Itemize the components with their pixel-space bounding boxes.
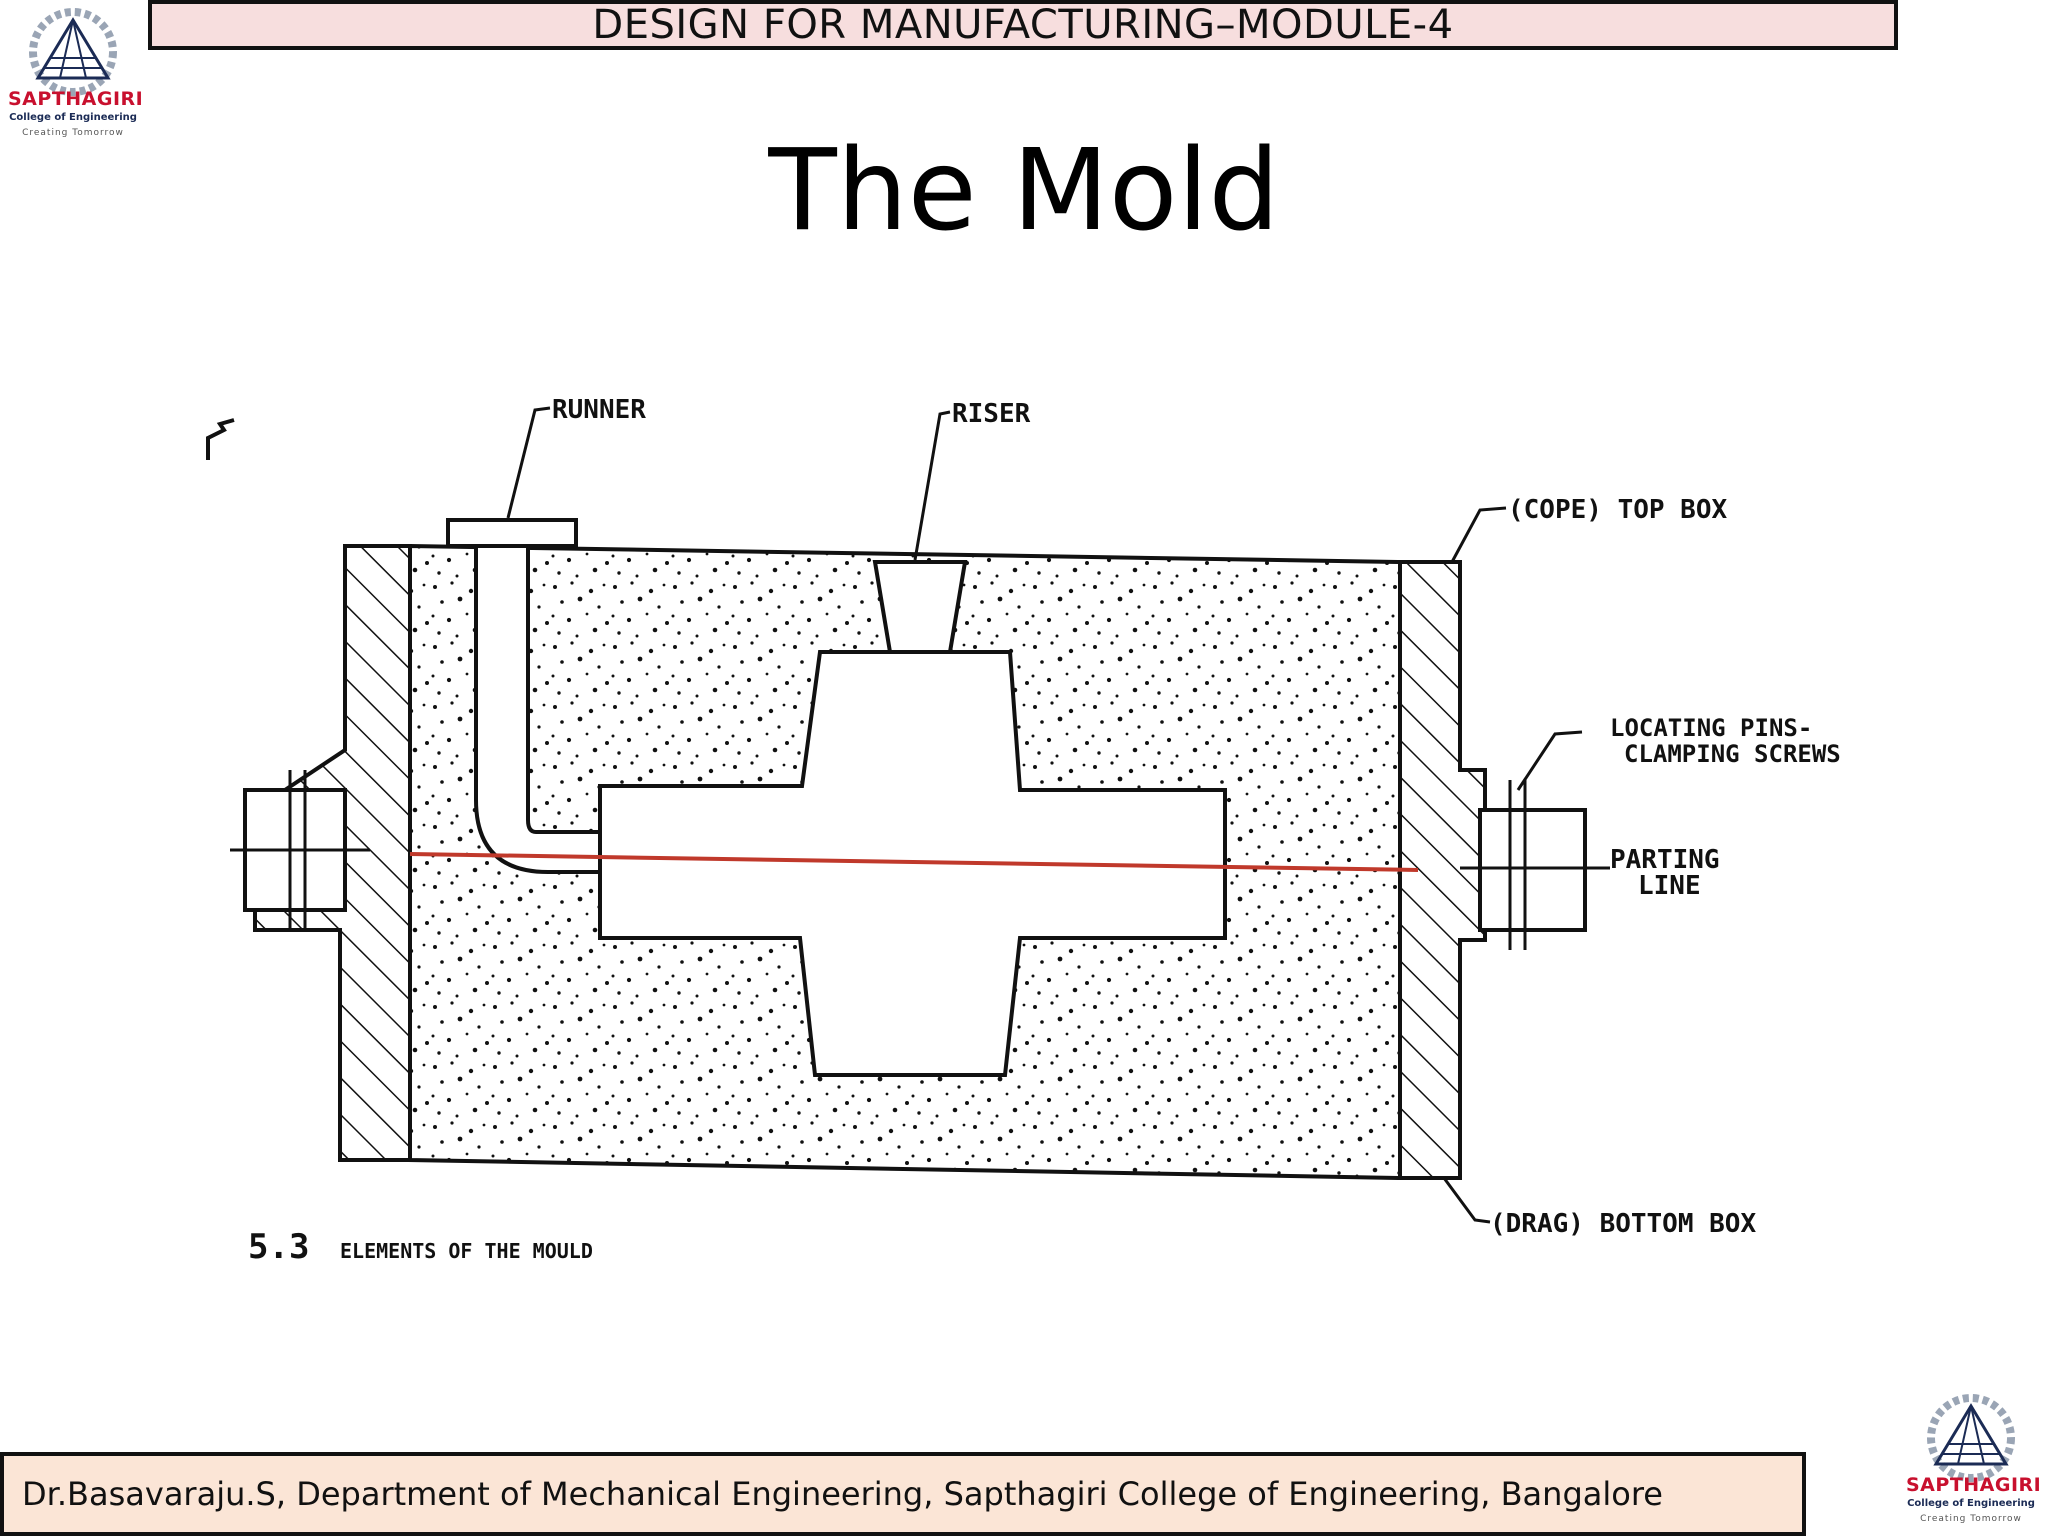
runner-channel — [446, 518, 602, 874]
figure-number: 5.3 — [248, 1227, 309, 1267]
logo-name: SAPTHAGIRI — [8, 88, 144, 110]
mould-diagram: RUNNER RISER (COPE) TOP BOX LOCATING PIN… — [206, 395, 1841, 1267]
figure-caption: ELEMENTS OF THE MOULD — [340, 1239, 593, 1263]
left-flask-wall — [230, 544, 412, 1162]
riser-channel — [872, 560, 968, 654]
label-riser: RISER — [952, 399, 1031, 429]
right-flask-wall — [1398, 560, 1610, 1180]
college-logo-bottom: SAPTHAGIRI College of Engineering Creati… — [1906, 1392, 2042, 1532]
slide-title: The Mold — [768, 126, 1280, 256]
logo-tagline: Creating Tomorrow — [1920, 1514, 2022, 1524]
label-parting-line1: PARTING — [1610, 845, 1720, 875]
label-runner: RUNNER — [552, 395, 646, 425]
logo-name: SAPTHAGIRI — [1906, 1474, 2042, 1496]
label-cope: (COPE) TOP BOX — [1508, 495, 1727, 525]
logo-subtitle: College of Engineering — [9, 112, 137, 123]
gear-pyramid-icon — [29, 8, 117, 96]
leader-lines — [506, 406, 1608, 1224]
stray-mark — [206, 418, 235, 460]
label-parting-line2: LINE — [1638, 871, 1701, 901]
logo-tagline: Creating Tomorrow — [22, 128, 124, 138]
module-header: DESIGN FOR MANUFACTURING–MODULE-4 — [148, 0, 1898, 50]
footer-author: Dr.Basavaraju.S, Department of Mechanica… — [0, 1452, 1806, 1536]
label-pins-line1: LOCATING PINS- — [1610, 714, 1812, 742]
label-pins-line2: CLAMPING SCREWS — [1624, 740, 1841, 768]
label-drag: (DRAG) BOTTOM BOX — [1490, 1209, 1756, 1239]
logo-subtitle: College of Engineering — [1907, 1498, 2035, 1509]
gear-pyramid-icon — [1927, 1394, 2015, 1482]
parting-line — [409, 852, 1419, 872]
college-logo-top: SAPTHAGIRI College of Engineering Creati… — [8, 6, 144, 146]
